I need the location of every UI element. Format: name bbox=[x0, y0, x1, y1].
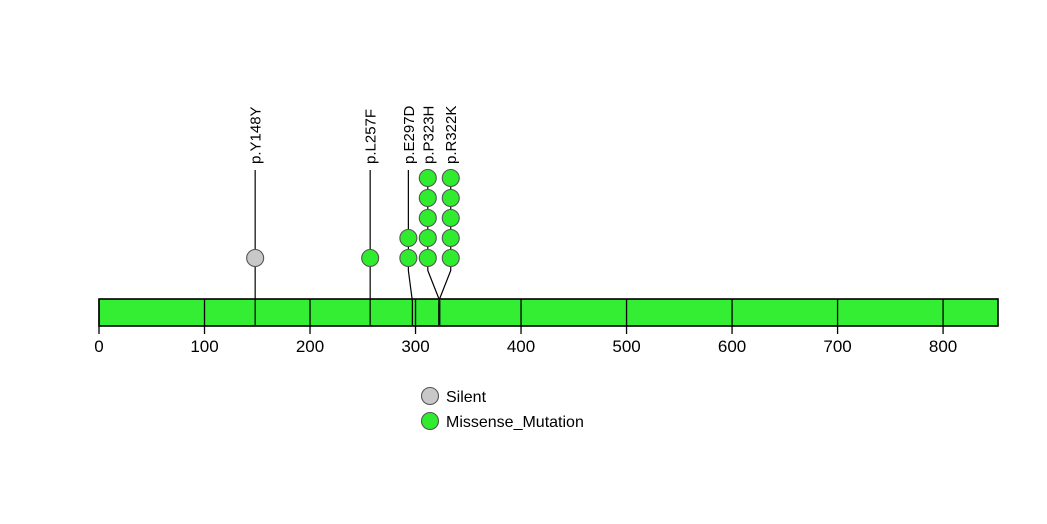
lollipop-marker[interactable] bbox=[399, 248, 418, 268]
lollipop-marker[interactable] bbox=[441, 208, 460, 228]
axis-tick-label: 400 bbox=[507, 337, 535, 356]
axis-tick-label: 500 bbox=[612, 337, 640, 356]
mutation-labels: p.Y148Y p.L257F p.E297D p.R322K p.P323H bbox=[248, 105, 461, 164]
lollipop-marker[interactable] bbox=[246, 248, 265, 268]
lollipop-marker[interactable] bbox=[441, 248, 460, 268]
mutation-label: p.L257F bbox=[363, 109, 380, 164]
lollipop-marker[interactable] bbox=[441, 168, 460, 188]
axis-tick-label: 200 bbox=[296, 337, 324, 356]
lollipop-marker[interactable] bbox=[418, 168, 437, 188]
protein-backbone-bar bbox=[98, 298, 999, 327]
lollipop-marker[interactable] bbox=[418, 248, 437, 268]
legend-label: Missense_Mutation bbox=[446, 414, 584, 431]
legend-swatch-missense_mutation[interactable] bbox=[420, 411, 440, 431]
axis-tick-label: 700 bbox=[823, 337, 851, 356]
axis-tick-label: 600 bbox=[718, 337, 746, 356]
legend-label: Silent bbox=[446, 389, 487, 406]
mutation-label: p.R322K bbox=[443, 106, 460, 164]
lollipop-marker[interactable] bbox=[399, 228, 418, 248]
axis-tick-label: 300 bbox=[401, 337, 429, 356]
lollipop-marker[interactable] bbox=[441, 228, 460, 248]
axis-ticks bbox=[98, 299, 944, 334]
lollipop-markers bbox=[246, 168, 460, 268]
mutation-label: p.P323H bbox=[420, 106, 437, 164]
axis-tick-label: 800 bbox=[929, 337, 957, 356]
axis-tick-label: 100 bbox=[190, 337, 218, 356]
legend-swatch-silent[interactable] bbox=[420, 386, 440, 406]
lollipop-marker[interactable] bbox=[441, 188, 460, 208]
lollipop-marker[interactable] bbox=[418, 188, 437, 208]
lollipop-marker[interactable] bbox=[418, 208, 437, 228]
axis-tick-labels: 0 100 200 300 400 500 600 700 800 bbox=[94, 337, 957, 356]
mutation-label: p.E297D bbox=[401, 105, 418, 164]
lollipop-stem bbox=[407, 170, 413, 325]
lollipop-marker[interactable] bbox=[361, 248, 380, 268]
lollipop-marker[interactable] bbox=[418, 228, 437, 248]
mutation-label: p.Y148Y bbox=[248, 106, 265, 164]
axis-tick-label: 0 bbox=[94, 337, 103, 356]
